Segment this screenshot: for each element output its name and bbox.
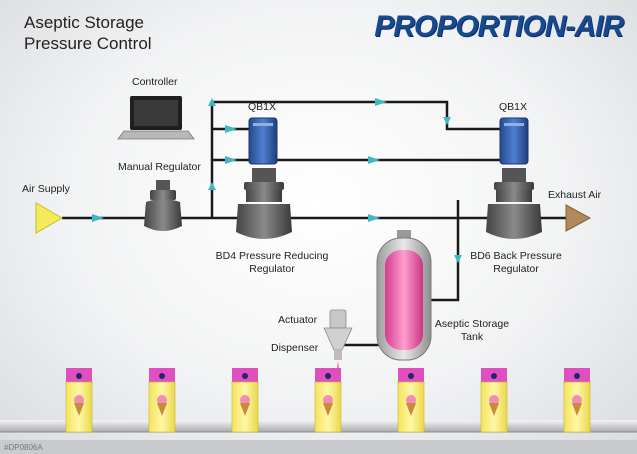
ice-cream-scoop-icon: [74, 395, 84, 405]
pipe-branch-to-qb1x-left: [210, 100, 500, 218]
flow-arrow: [368, 156, 380, 164]
bd6-label: BD6 Back Pressure Regulator: [462, 250, 570, 276]
qb1x-valve-left-icon: [248, 117, 278, 165]
flow-arrow: [225, 125, 237, 133]
carton: [313, 368, 343, 433]
flow-arrow: [208, 98, 216, 106]
diagram-code: #DP0806A: [4, 443, 43, 452]
page-title: Aseptic Storage Pressure Control: [24, 12, 152, 54]
qb1x-left-label: QB1X: [248, 101, 277, 113]
title-line-1: Aseptic Storage: [24, 13, 145, 32]
bd6-label-line-2: Regulator: [493, 263, 539, 275]
flow-arrows: [92, 98, 462, 263]
controller-laptop-icon: [117, 96, 195, 140]
ice-cream-scoop-icon: [240, 395, 250, 405]
flow-arrow: [375, 98, 387, 106]
carton: [479, 368, 509, 433]
ice-cream-cone-icon: [572, 403, 582, 416]
ice-cream-cone-icon: [240, 403, 250, 416]
carton: [147, 368, 177, 433]
flow-arrow: [208, 182, 216, 190]
carton-body: [231, 381, 259, 433]
carton-opening: [408, 373, 414, 379]
exhaust-air-icon: [565, 204, 592, 232]
ice-cream-scoop-icon: [489, 395, 499, 405]
carton-opening: [159, 373, 165, 379]
carton-opening: [242, 373, 248, 379]
ice-cream-cone-icon: [489, 403, 499, 416]
ice-cream-cone-icon: [157, 403, 167, 416]
ice-cream-scoop-icon: [572, 395, 582, 405]
controller-label: Controller: [132, 76, 178, 88]
ice-cream-cone-icon: [406, 403, 416, 416]
carton-row: [64, 368, 592, 433]
brand-logo: PROPORTION-AIR: [374, 10, 624, 43]
bd6-label-line-1: BD6 Back Pressure: [470, 250, 562, 262]
ice-cream-scoop-icon: [406, 395, 416, 405]
dispenser-icon: [323, 309, 353, 376]
exhaust-air-label: Exhaust Air: [548, 189, 602, 201]
bd4-label-line-2: Regulator: [249, 263, 295, 275]
tank-label: Aseptic Storage Tank: [424, 318, 520, 344]
actuator-label: Actuator: [278, 314, 318, 326]
tank-label-line-2: Tank: [460, 331, 484, 343]
bd4-regulator-icon: [236, 168, 292, 239]
carton: [396, 368, 426, 433]
ice-cream-cone-icon: [323, 403, 333, 416]
ice-cream-scoop-icon: [157, 395, 167, 405]
carton: [64, 368, 94, 433]
manual-regulator-label: Manual Regulator: [118, 161, 201, 173]
title-line-2: Pressure Control: [24, 34, 152, 53]
pipe-tank-feedback: [430, 200, 460, 302]
carton-opening: [76, 373, 82, 379]
flow-arrow: [92, 214, 104, 222]
carton-opening: [325, 373, 331, 379]
bd4-label: BD4 Pressure Reducing Regulator: [208, 250, 336, 276]
ice-cream-cone-icon: [74, 403, 84, 416]
air-supply-icon: [35, 202, 64, 234]
qb1x-right-label: QB1X: [499, 101, 528, 113]
bd4-label-line-1: BD4 Pressure Reducing: [215, 250, 329, 262]
qb1x-valve-right-icon: [499, 117, 529, 165]
flow-arrow: [368, 214, 380, 222]
carton: [230, 368, 260, 433]
bd6-regulator-icon: [486, 168, 542, 239]
dispenser-label: Dispenser: [271, 342, 319, 354]
carton-opening: [574, 373, 580, 379]
carton: [562, 368, 592, 433]
air-supply-label: Air Supply: [22, 183, 70, 195]
manual-regulator-icon: [144, 180, 182, 231]
aseptic-storage-tank-icon: [376, 230, 432, 361]
ice-cream-scoop-icon: [323, 395, 333, 405]
tank-label-line-1: Aseptic Storage: [434, 318, 510, 330]
carton-opening: [491, 373, 497, 379]
flow-arrow: [454, 255, 462, 263]
flow-arrow: [225, 156, 237, 164]
flow-arrow: [443, 117, 451, 125]
